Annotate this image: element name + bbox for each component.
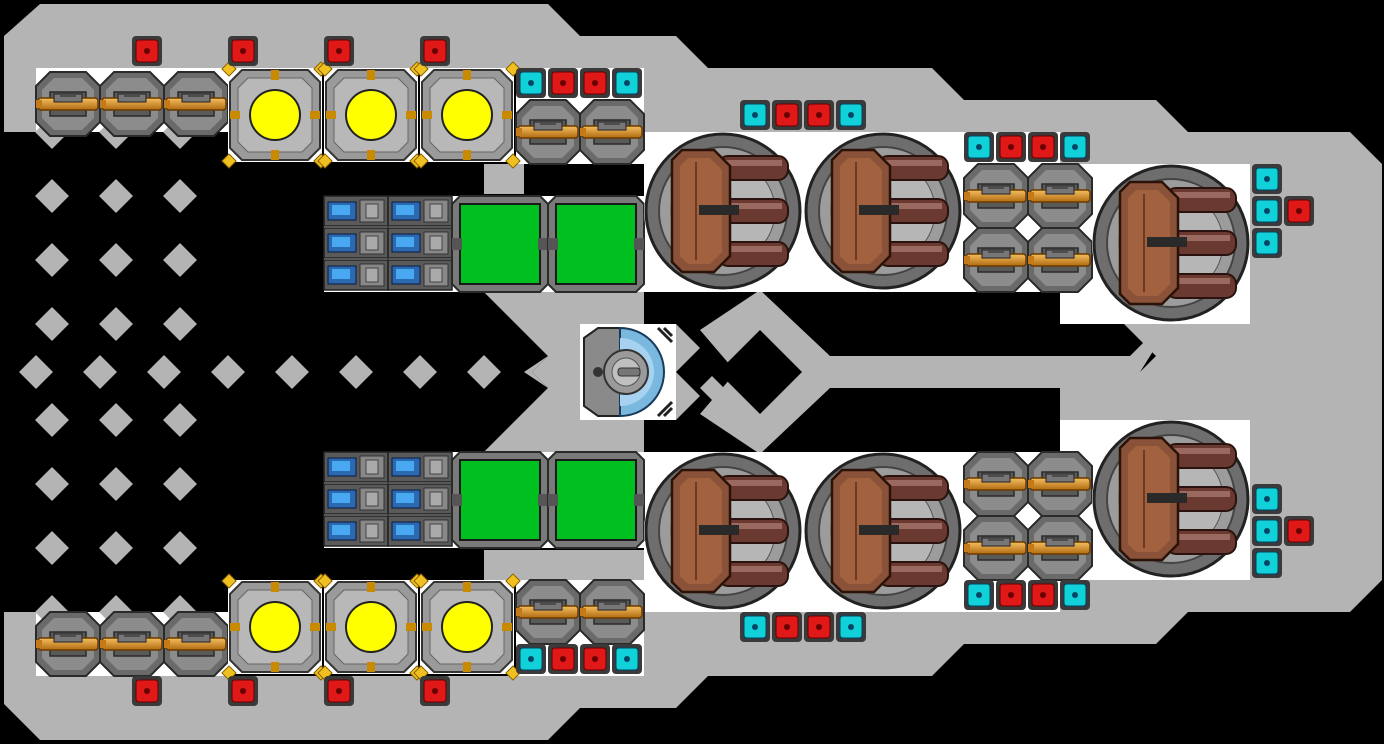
cannon-turret-icon bbox=[642, 450, 804, 612]
cannon-turret-icon bbox=[1090, 418, 1252, 580]
armor-block-icon bbox=[419, 675, 451, 707]
cannon-turret-icon bbox=[802, 130, 964, 292]
armor-block-icon bbox=[1251, 515, 1283, 547]
thruster-icon bbox=[99, 71, 165, 137]
armor-block-icon bbox=[963, 131, 995, 163]
armor-block-icon bbox=[1283, 195, 1315, 227]
armor-block-icon bbox=[323, 35, 355, 67]
armor-block-icon bbox=[227, 35, 259, 67]
armor-block-icon bbox=[515, 67, 547, 99]
cannon-turret-icon bbox=[802, 450, 964, 612]
armor-block-icon bbox=[611, 67, 643, 99]
armor-block-icon bbox=[1027, 131, 1059, 163]
armor-block-icon bbox=[515, 643, 547, 675]
armor-block-icon bbox=[1283, 515, 1315, 547]
armor-block-icon bbox=[1251, 163, 1283, 195]
armor-block-icon bbox=[419, 35, 451, 67]
thruster-icon bbox=[1027, 515, 1093, 581]
armor-block-icon bbox=[547, 67, 579, 99]
armor-block-icon bbox=[579, 643, 611, 675]
armor-block-icon bbox=[835, 611, 867, 643]
battery-icon bbox=[323, 259, 389, 291]
thruster-icon bbox=[35, 611, 101, 677]
reactor-icon bbox=[316, 572, 426, 682]
shield-generator-icon bbox=[451, 195, 549, 293]
armor-block-icon bbox=[771, 611, 803, 643]
armor-block-icon bbox=[547, 643, 579, 675]
cockpit-icon[interactable] bbox=[580, 324, 676, 420]
armor-block-icon bbox=[1059, 131, 1091, 163]
armor-block-icon bbox=[739, 99, 771, 131]
armor-block-icon bbox=[1251, 195, 1283, 227]
armor-block-icon bbox=[963, 579, 995, 611]
thruster-icon bbox=[515, 99, 581, 165]
thruster-icon bbox=[99, 611, 165, 677]
battery-icon bbox=[323, 227, 389, 259]
battery-icon bbox=[387, 451, 453, 483]
thruster-icon bbox=[163, 611, 229, 677]
cannon-turret-icon bbox=[642, 130, 804, 292]
armor-block-icon bbox=[611, 643, 643, 675]
thruster-icon bbox=[963, 451, 1029, 517]
thruster-icon bbox=[515, 579, 581, 645]
battery-icon bbox=[387, 195, 453, 227]
armor-block-icon bbox=[771, 99, 803, 131]
armor-block-icon bbox=[131, 675, 163, 707]
battery-icon bbox=[387, 259, 453, 291]
shield-generator-icon bbox=[451, 451, 549, 549]
thruster-icon bbox=[163, 71, 229, 137]
shield-generator-icon bbox=[547, 451, 645, 549]
battery-icon bbox=[323, 515, 389, 547]
armor-block-icon bbox=[227, 675, 259, 707]
battery-icon bbox=[387, 227, 453, 259]
thruster-icon bbox=[35, 71, 101, 137]
thruster-icon bbox=[1027, 451, 1093, 517]
armor-block-icon bbox=[1251, 483, 1283, 515]
thruster-icon bbox=[963, 163, 1029, 229]
battery-icon bbox=[387, 483, 453, 515]
thruster-icon bbox=[1027, 163, 1093, 229]
thruster-icon bbox=[963, 227, 1029, 293]
thruster-icon bbox=[963, 515, 1029, 581]
thruster-icon bbox=[579, 99, 645, 165]
thruster-icon bbox=[579, 579, 645, 645]
armor-block-icon bbox=[1059, 579, 1091, 611]
reactor-icon bbox=[316, 60, 426, 170]
shield-generator-icon bbox=[547, 195, 645, 293]
reactor-icon bbox=[220, 60, 330, 170]
armor-block-icon bbox=[1251, 227, 1283, 259]
armor-block-icon bbox=[995, 131, 1027, 163]
armor-block-icon bbox=[835, 99, 867, 131]
battery-icon bbox=[387, 515, 453, 547]
cannon-turret-icon bbox=[1090, 162, 1252, 324]
armor-block-icon bbox=[1027, 579, 1059, 611]
battery-icon bbox=[323, 483, 389, 515]
armor-block-icon bbox=[323, 675, 355, 707]
reactor-icon bbox=[412, 60, 522, 170]
diamond-markers bbox=[19, 115, 501, 629]
armor-block-icon bbox=[1251, 547, 1283, 579]
battery-icon bbox=[323, 451, 389, 483]
armor-block-icon bbox=[739, 611, 771, 643]
armor-block-icon bbox=[803, 611, 835, 643]
reactor-icon bbox=[412, 572, 522, 682]
reactor-icon bbox=[220, 572, 330, 682]
battery-icon bbox=[323, 195, 389, 227]
armor-block-icon bbox=[131, 35, 163, 67]
armor-block-icon bbox=[579, 67, 611, 99]
armor-block-icon bbox=[803, 99, 835, 131]
thruster-icon bbox=[1027, 227, 1093, 293]
armor-block-icon bbox=[995, 579, 1027, 611]
